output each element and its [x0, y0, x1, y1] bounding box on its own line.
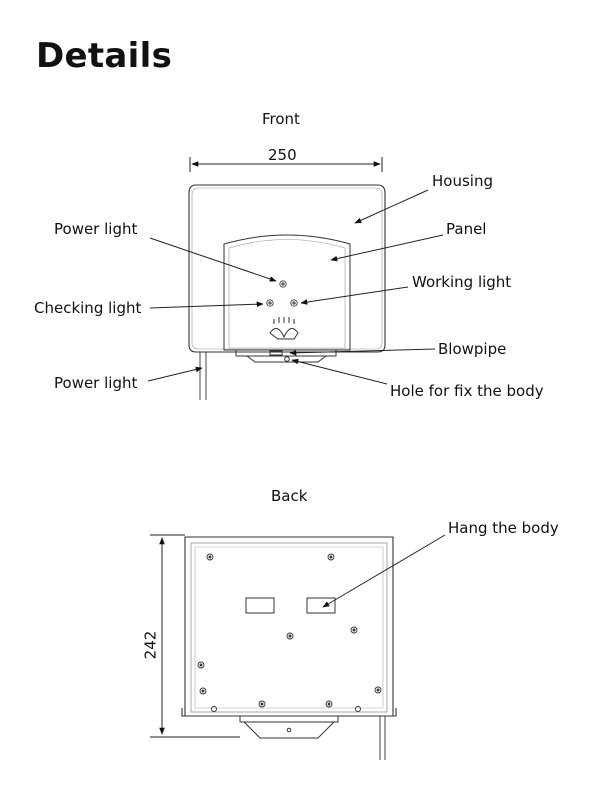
front-power-cord	[199, 352, 207, 400]
front-housing	[188, 184, 386, 353]
checking-light-label: Checking light	[34, 299, 142, 317]
page-title: Details	[36, 36, 173, 76]
power-cord-label: Power light	[54, 374, 138, 392]
back-view-heading: Back	[271, 487, 308, 505]
indicator-lights	[266, 280, 298, 307]
front-dimension-line	[189, 157, 383, 172]
back-housing	[181, 536, 397, 717]
power-light-label: Power light	[54, 220, 138, 238]
panel-label: Panel	[446, 220, 487, 238]
hanging-slots	[245, 597, 336, 614]
back-leader-line	[322, 534, 446, 608]
back-dimension-line	[150, 534, 240, 738]
front-blowpipe	[235, 349, 337, 363]
working-light-label: Working light	[412, 273, 512, 291]
back-bottom-bracket	[239, 715, 339, 739]
blowpipe-label: Blowpipe	[438, 340, 507, 358]
back-screws	[197, 553, 382, 712]
housing-label: Housing	[432, 172, 493, 190]
hang-label: Hang the body	[448, 519, 559, 537]
width-dimension-label: 250	[268, 146, 297, 164]
back-power-cord	[379, 716, 386, 760]
front-view-heading: Front	[262, 110, 300, 128]
hand-dryer-symbol	[269, 317, 299, 340]
fixing-hole-label: Hole for fix the body	[390, 382, 544, 400]
front-leader-lines	[147, 189, 444, 385]
front-panel	[223, 234, 351, 351]
